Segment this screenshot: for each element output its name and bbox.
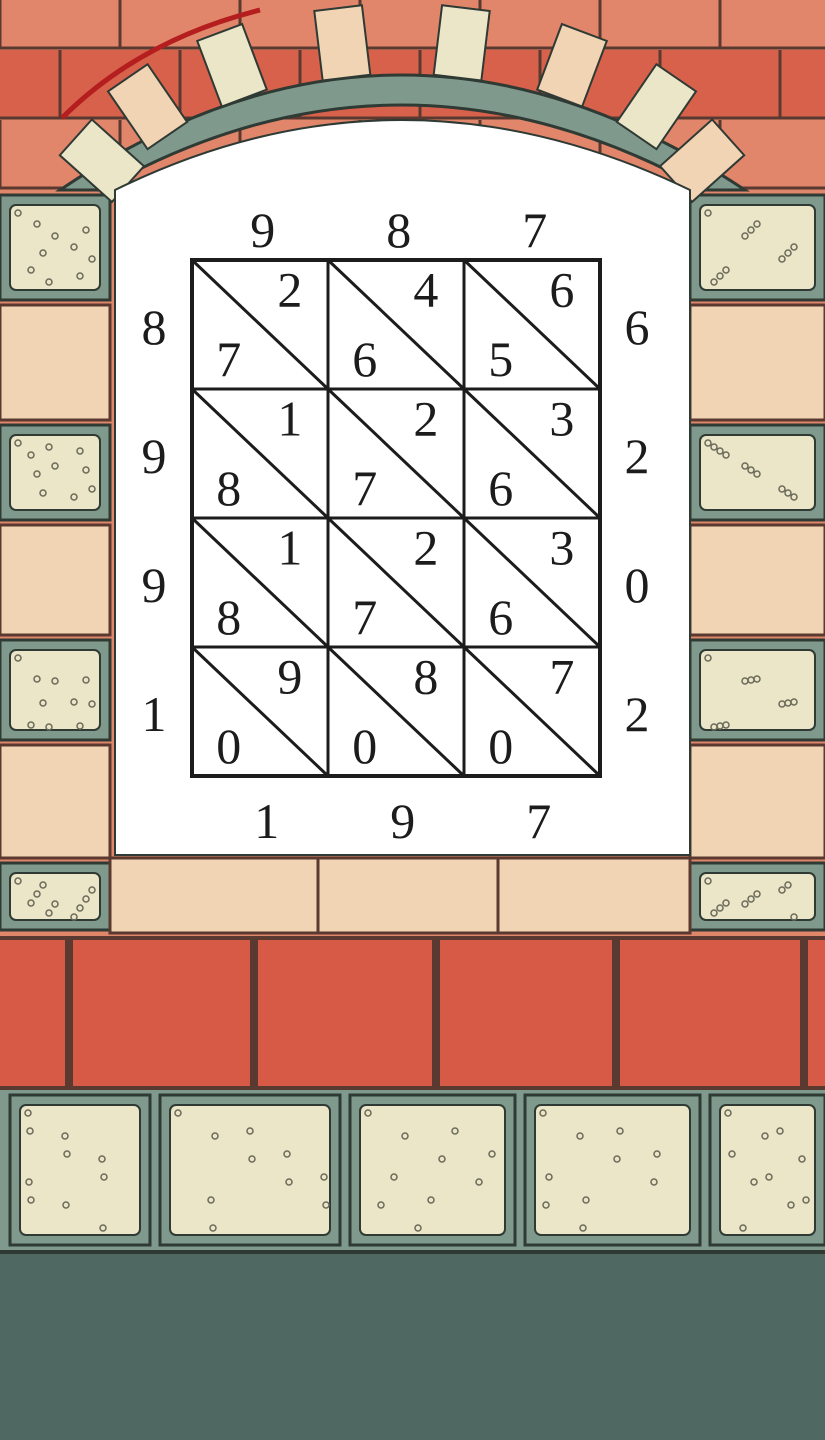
stone-block <box>10 1095 150 1245</box>
top-factor-digit: 8 <box>386 202 411 258</box>
right-factor-digit: 2 <box>625 686 650 742</box>
sill-block <box>318 858 498 933</box>
stone-block <box>0 863 110 930</box>
pale-block <box>690 745 825 858</box>
pale-block <box>690 305 825 420</box>
cell-upper-digit: 4 <box>413 261 438 317</box>
stone-block <box>350 1095 515 1245</box>
cell-upper-digit: 7 <box>549 648 574 704</box>
cell-lower-digit: 5 <box>488 331 513 387</box>
stone-block <box>690 425 825 520</box>
arch-voussoir <box>314 5 370 80</box>
right-factor-digit: 0 <box>625 557 650 613</box>
cell-upper-digit: 1 <box>277 390 302 446</box>
mortar-joint <box>800 938 808 1088</box>
cell-upper-digit: 2 <box>277 261 302 317</box>
cell-lower-digit: 0 <box>488 718 513 774</box>
cell-upper-digit: 8 <box>413 648 438 704</box>
stone-block <box>690 640 825 740</box>
cell-lower-digit: 7 <box>352 589 377 645</box>
bottom-result-digit: 1 <box>254 793 279 849</box>
cell-upper-digit: 9 <box>277 648 302 704</box>
cell-lower-digit: 6 <box>488 589 513 645</box>
pale-block <box>0 525 110 635</box>
bottom-result-digit: 9 <box>390 793 415 849</box>
cell-upper-digit: 2 <box>413 519 438 575</box>
stone-block <box>0 640 110 740</box>
pale-block <box>0 745 110 858</box>
mortar-joint <box>250 938 258 1088</box>
left-result-digit: 8 <box>142 299 167 355</box>
pale-block <box>0 305 110 420</box>
cell-upper-digit: 6 <box>549 261 574 317</box>
arch-voussoir <box>434 5 490 80</box>
brick-course <box>0 0 825 48</box>
cell-lower-digit: 7 <box>216 331 241 387</box>
sill-block <box>498 858 690 933</box>
cell-lower-digit: 6 <box>352 331 377 387</box>
stone-block <box>160 1095 340 1245</box>
stone-block <box>710 1095 825 1245</box>
cell-upper-digit: 2 <box>413 390 438 446</box>
mortar-joint <box>612 938 620 1088</box>
cell-lower-digit: 0 <box>216 718 241 774</box>
right-factor-digit: 2 <box>625 428 650 484</box>
top-factor-digit: 9 <box>250 202 275 258</box>
stone-block <box>0 425 110 520</box>
left-result-digit: 1 <box>142 686 167 742</box>
ground <box>0 1250 825 1440</box>
cell-upper-digit: 3 <box>549 390 574 446</box>
cell-upper-digit: 3 <box>549 519 574 575</box>
red-brick-band <box>0 938 825 1088</box>
cell-lower-digit: 0 <box>352 718 377 774</box>
bottom-result-digit: 7 <box>526 793 551 849</box>
left-result-digit: 9 <box>142 428 167 484</box>
mortar-joint <box>432 938 440 1088</box>
top-factor-digit: 7 <box>522 202 547 258</box>
cell-lower-digit: 8 <box>216 589 241 645</box>
stone-block <box>0 195 110 300</box>
cell-upper-digit: 1 <box>277 519 302 575</box>
right-factor-digit: 6 <box>625 299 650 355</box>
cell-lower-digit: 6 <box>488 460 513 516</box>
left-result-digit: 9 <box>142 557 167 613</box>
stone-block <box>525 1095 700 1245</box>
cell-lower-digit: 7 <box>352 460 377 516</box>
stone-block <box>690 863 825 930</box>
stone-block <box>690 195 825 300</box>
pale-block <box>690 525 825 635</box>
cell-lower-digit: 8 <box>216 460 241 516</box>
mortar-joint <box>65 938 73 1088</box>
sill-block <box>110 858 318 933</box>
